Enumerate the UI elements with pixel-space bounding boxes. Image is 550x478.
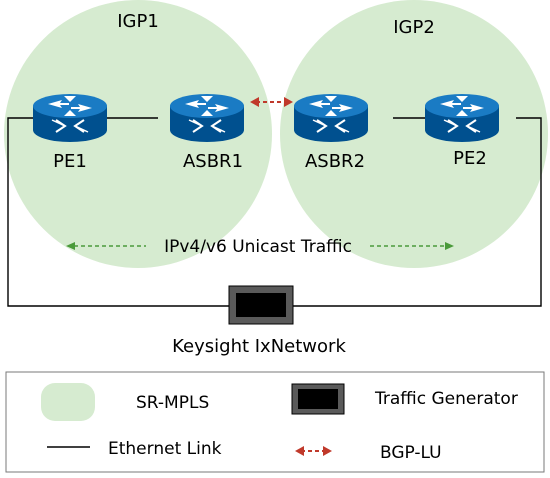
router-icon	[32, 93, 108, 143]
igp1-domain	[4, 0, 272, 268]
router-label-asbr2: ASBR2	[305, 151, 365, 172]
router-label-pe2: PE2	[453, 148, 487, 169]
router-icon	[424, 93, 500, 143]
router-label-asbr1: ASBR1	[183, 151, 243, 172]
bgp-lu-arrow	[250, 97, 293, 107]
router-label-pe1: PE1	[53, 151, 87, 172]
router-pe2[interactable]	[424, 93, 500, 143]
traffic-arrow	[66, 242, 454, 250]
traffic-generator-icon[interactable]	[228, 285, 294, 325]
ethernet-link-loop	[7, 117, 542, 307]
legend-bgp-lu-arrow	[295, 446, 332, 456]
igp2-label: IGP2	[393, 17, 435, 38]
router-pe1[interactable]	[32, 93, 108, 143]
router-icon	[169, 93, 245, 143]
legend-sr-mpls-label: SR-MPLS	[136, 393, 209, 413]
igp1-label: IGP1	[117, 11, 159, 32]
legend-traffic-generator-label: Traffic Generator	[374, 389, 518, 409]
router-icon	[293, 93, 369, 143]
traffic-label: IPv4/v6 Unicast Traffic	[164, 237, 352, 257]
legend-sr-mpls-swatch	[41, 383, 95, 421]
legend-traffic-generator-icon	[291, 383, 345, 415]
igp2-domain	[280, 0, 548, 268]
legend: SR-MPLS Traffic Generator Ethernet Link …	[5, 371, 545, 473]
legend-ethernet-link-label: Ethernet Link	[108, 439, 222, 459]
generator-label: Keysight IxNetwork	[172, 336, 346, 357]
router-asbr2[interactable]	[293, 93, 369, 143]
legend-bgp-lu-label: BGP-LU	[380, 443, 442, 463]
router-asbr1[interactable]	[169, 93, 245, 143]
